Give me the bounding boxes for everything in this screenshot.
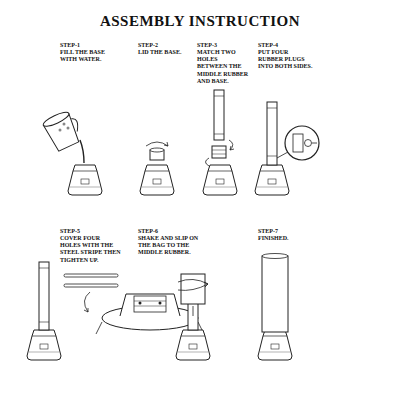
step-number: STEP-6 xyxy=(138,228,198,235)
step-instruction: LID THE BASE. xyxy=(138,49,190,56)
step-instruction: SHAKE AND SLIP ON THE BAG TO THE MIDDLE … xyxy=(138,235,200,257)
step-number: STEP-5 xyxy=(60,228,120,235)
step-number: STEP-2 xyxy=(138,42,188,49)
step-instruction: FINISHED. xyxy=(258,235,318,242)
step-instruction: PUT FOUR RUBBER PLUGS INTO BOTH SIDES. xyxy=(258,49,314,71)
step-instruction: FILL THE BASE WITH WATER. xyxy=(60,49,112,63)
title: ASSEMBLY INSTRUCTION xyxy=(0,13,400,30)
step-number: STEP-4 xyxy=(258,42,308,49)
step-number: STEP-1 xyxy=(60,42,120,49)
step-number: STEP-3 xyxy=(197,42,247,49)
step-number: STEP-7 xyxy=(258,228,318,235)
step-instruction: MATCH TWO HOLES BETWEEN THE MIDDLE RUBBE… xyxy=(197,49,249,85)
step-instruction: COVER FOUR HOLES WITH THE STEEL STRIPE T… xyxy=(60,235,122,264)
